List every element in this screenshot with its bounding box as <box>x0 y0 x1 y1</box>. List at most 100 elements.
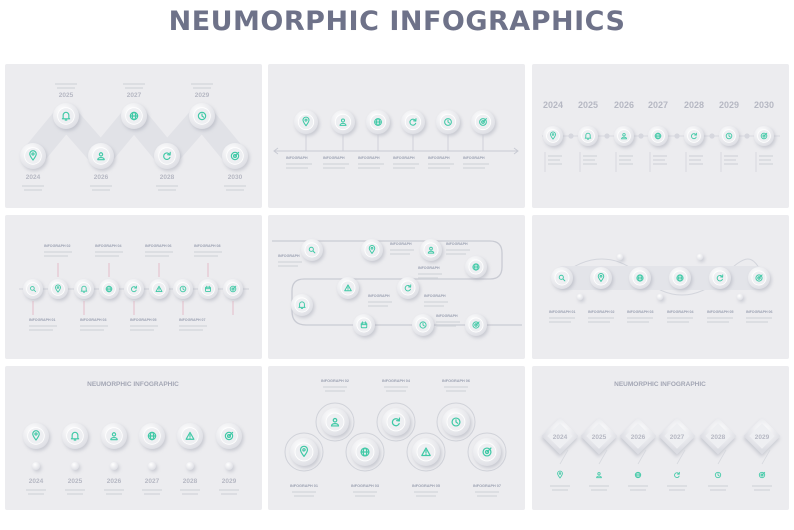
target-icon <box>760 132 768 140</box>
user-icon <box>427 246 435 254</box>
dot-marker <box>674 133 680 139</box>
user-icon <box>110 432 118 441</box>
user-icon <box>621 133 627 140</box>
step-label: INFOGRAPH <box>323 156 345 160</box>
year-label: 2028 <box>160 174 175 181</box>
calendar-icon <box>205 285 211 292</box>
target-icon <box>482 447 492 457</box>
warning-icon <box>344 284 352 292</box>
globe-icon <box>374 118 382 126</box>
year-label: 2024 <box>26 174 41 181</box>
user-icon <box>596 472 602 479</box>
ring <box>376 402 416 442</box>
year-label: 2024 <box>543 100 563 110</box>
diamond-inner <box>547 423 573 449</box>
step-label: INFOGRAPH <box>390 242 412 246</box>
year-label: 2028 <box>183 478 198 485</box>
year-label: 2027 <box>145 478 160 485</box>
step-label: INFOGRAPH 07 <box>473 484 501 488</box>
user-icon <box>330 417 340 427</box>
clock-icon <box>179 285 187 293</box>
year-label: 2029 <box>755 434 770 441</box>
user-icon <box>97 152 105 161</box>
connector <box>598 449 608 465</box>
step-label: INFOGRAPH <box>368 294 390 298</box>
diamond-inner <box>586 423 612 449</box>
globe-icon <box>676 274 684 282</box>
connector <box>637 449 647 465</box>
bell-icon <box>61 111 71 121</box>
step-label: INFOGRAPH <box>446 242 468 246</box>
connector <box>559 449 569 465</box>
step-label: INFOGRAPH 01 <box>549 310 576 314</box>
year-label: 2026 <box>107 478 122 485</box>
search-icon <box>558 274 566 282</box>
step-label: INFOGRAPH <box>418 266 440 270</box>
ring <box>467 432 507 472</box>
slide-title: NEUMORPHIC INFOGRAPHIC <box>614 381 706 388</box>
target-icon <box>758 471 766 479</box>
step-label: INFOGRAPH 02 <box>44 244 71 248</box>
connector <box>717 449 727 465</box>
step-node-inner <box>77 282 91 296</box>
target-icon <box>229 285 237 293</box>
diamond-inner <box>625 423 651 449</box>
clock-icon <box>419 321 427 329</box>
bead <box>736 293 744 301</box>
wave-line <box>559 258 765 296</box>
refresh-icon <box>391 417 401 427</box>
zigzag-node-inner <box>158 147 176 165</box>
wave-node-inner <box>593 270 609 286</box>
ring-node-inner <box>386 412 406 432</box>
refresh-icon <box>716 274 724 282</box>
slide-title: NEUMORPHIC INFOGRAPHIC <box>87 381 179 388</box>
bead <box>148 462 156 470</box>
year-label: 2024 <box>29 478 44 485</box>
year-label: 2025 <box>578 100 598 110</box>
year-label: 2026 <box>614 100 634 110</box>
step-node-inner <box>127 282 141 296</box>
year-label: 2030 <box>228 174 243 181</box>
target-icon <box>224 431 234 441</box>
ring <box>436 402 476 442</box>
ring <box>315 402 355 442</box>
refresh-icon <box>404 284 412 292</box>
ring <box>345 432 385 472</box>
location-icon <box>29 150 37 161</box>
clock-icon <box>714 471 722 479</box>
globe-icon <box>147 431 157 441</box>
warning-icon <box>185 431 195 440</box>
step-label: INFOGRAPH 04 <box>382 379 411 383</box>
year-node-inner <box>66 427 84 445</box>
globe-icon <box>654 132 662 140</box>
ring-node-inner <box>294 442 314 462</box>
step-node-inner <box>26 282 40 296</box>
step-label: INFOGRAPH 02 <box>588 310 615 314</box>
bead <box>225 462 233 470</box>
target-icon <box>755 274 763 282</box>
warning-icon <box>155 285 163 292</box>
timeline-node-inner <box>404 113 422 131</box>
year-label: 2028 <box>711 434 726 441</box>
step-label: INFOGRAPH <box>358 156 380 160</box>
location-icon <box>550 131 556 140</box>
year-label: 2026 <box>94 174 109 181</box>
refresh-icon <box>409 118 417 126</box>
year-label: 2030 <box>754 100 774 110</box>
snake-path <box>272 240 522 326</box>
diamond-inner <box>664 423 690 449</box>
